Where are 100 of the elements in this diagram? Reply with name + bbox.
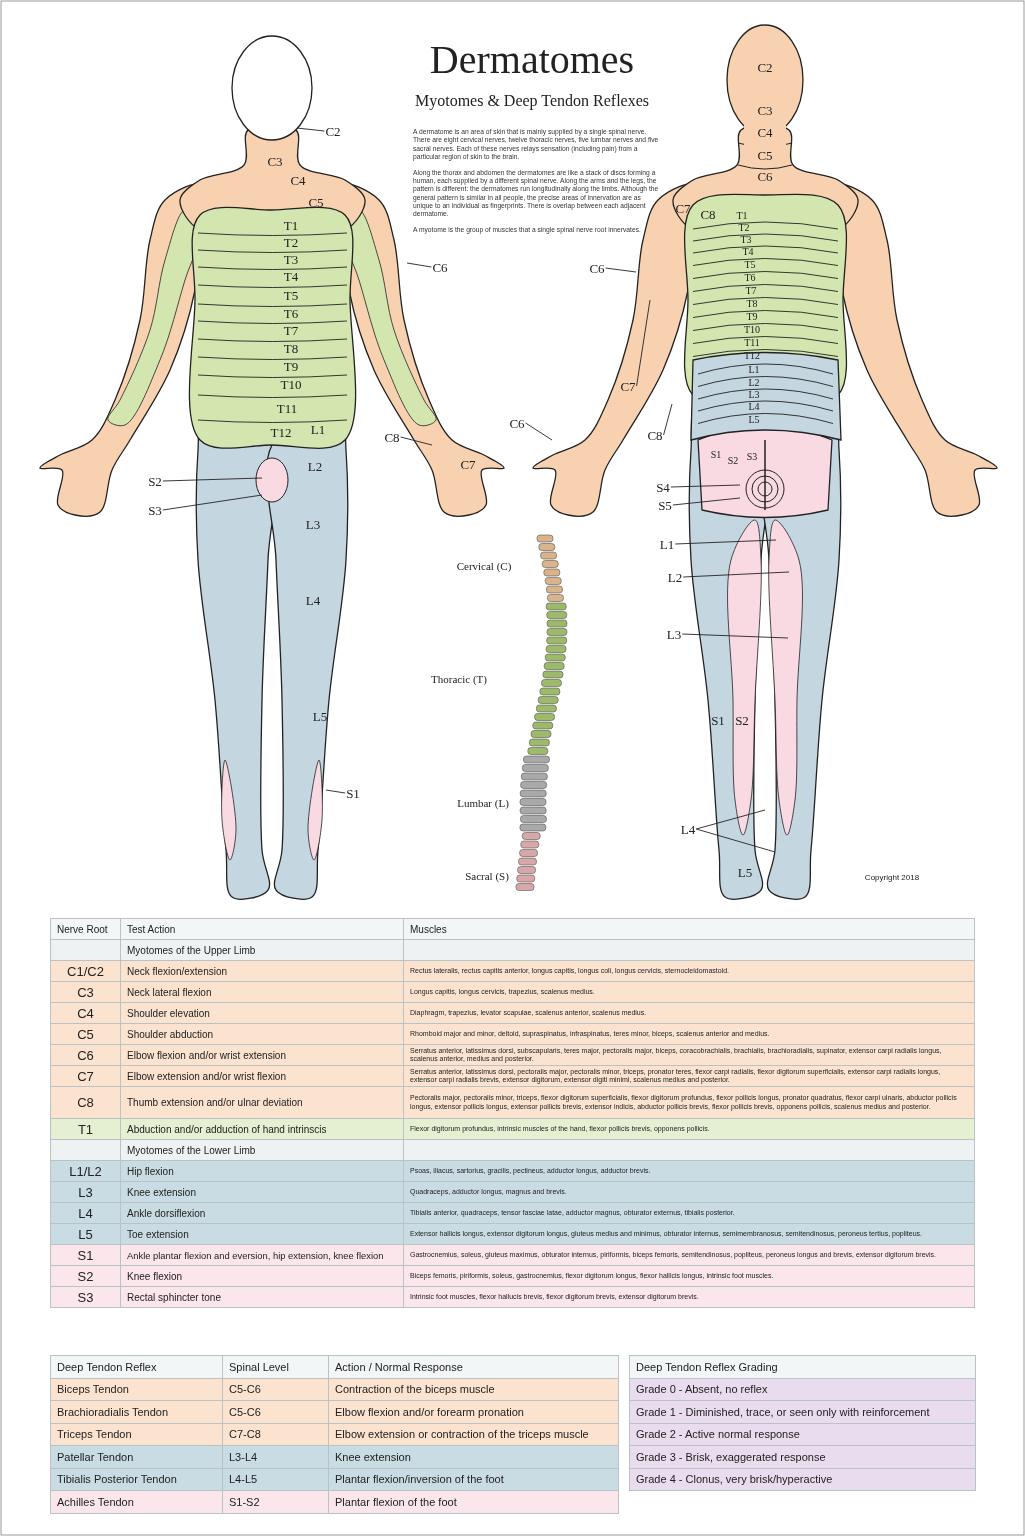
dermatome-label: C8 bbox=[384, 430, 400, 444]
dermatome-label: C2 bbox=[757, 60, 773, 74]
dermatome-label: L3 bbox=[666, 627, 682, 641]
dermatome-label: C6 bbox=[757, 169, 773, 183]
dermatome-label: T7 bbox=[745, 286, 757, 296]
title: Dermatomes bbox=[429, 40, 635, 80]
dermatome-label: T3 bbox=[740, 235, 752, 245]
spine-region-label: Sacral (S) bbox=[465, 870, 509, 882]
subtitle: Myotomes & Deep Tendon Reflexes bbox=[414, 93, 650, 109]
normal-response: Plantar flexion of the foot bbox=[328, 1490, 619, 1513]
dermatome-label: C7 bbox=[460, 457, 476, 471]
reflex-name: Achilles Tendon bbox=[50, 1490, 223, 1513]
dermatome-label: T2 bbox=[283, 235, 299, 249]
dermatome-label: L4 bbox=[680, 822, 696, 836]
nerve-root: L5 bbox=[50, 1223, 121, 1245]
nerve-root: L1/L2 bbox=[50, 1160, 121, 1182]
dermatome-label: T5 bbox=[283, 288, 299, 302]
column-header: Test Action bbox=[120, 918, 404, 940]
leader-line bbox=[670, 484, 741, 488]
test-action: Knee flexion bbox=[120, 1265, 404, 1287]
grade-description: Grade 0 - Absent, no reflex bbox=[629, 1378, 976, 1401]
dermatome-label: C7 bbox=[675, 201, 691, 215]
dermatome-label: C8 bbox=[700, 207, 716, 221]
test-action: Elbow flexion and/or wrist extension bbox=[120, 1044, 404, 1066]
dermatome-label: C4 bbox=[757, 125, 773, 139]
normal-response: Plantar flexion/inversion of the foot bbox=[328, 1468, 619, 1491]
dermatome-label: S4 bbox=[656, 480, 670, 494]
dermatome-label: T1 bbox=[736, 211, 748, 221]
column-header: Nerve Root bbox=[50, 918, 121, 940]
dermatome-label: C4 bbox=[290, 173, 306, 187]
leader-line bbox=[325, 789, 346, 794]
dermatome-label: S2 bbox=[148, 474, 162, 488]
leader-line bbox=[672, 497, 741, 506]
dermatome-label: T6 bbox=[283, 306, 299, 320]
nerve-root: S3 bbox=[50, 1286, 121, 1308]
leader-line bbox=[162, 477, 263, 482]
dermatome-label: S3 bbox=[148, 503, 162, 517]
dermatome-label: C3 bbox=[267, 154, 283, 168]
leader-line bbox=[400, 436, 433, 446]
nerve-root: C1/C2 bbox=[50, 960, 121, 982]
leader-line bbox=[296, 127, 325, 132]
dermatome-label: L2 bbox=[748, 378, 760, 388]
leader-line bbox=[682, 571, 790, 578]
nerve-root: C8 bbox=[50, 1086, 121, 1119]
dermatome-label: T4 bbox=[283, 269, 299, 283]
normal-response: Elbow extension or contraction of the triceps muscle bbox=[328, 1423, 619, 1446]
dermatome-label: S1 bbox=[710, 450, 722, 460]
dermatome-label: L5 bbox=[737, 865, 753, 879]
dermatome-label: T5 bbox=[744, 260, 756, 270]
test-action: Shoulder abduction bbox=[120, 1023, 404, 1045]
test-action: Hip flexion bbox=[120, 1160, 404, 1182]
dermatome-label: C2 bbox=[325, 124, 341, 138]
reflex-name: Patellar Tendon bbox=[50, 1445, 223, 1468]
reflex-name: Biceps Tendon bbox=[50, 1378, 223, 1401]
dermatome-label: L3 bbox=[305, 517, 321, 531]
test-action: Toe extension bbox=[120, 1223, 404, 1245]
test-action: Ankle plantar flexion and eversion, hip extension, knee flexion bbox=[120, 1244, 404, 1266]
dermatome-label: T10 bbox=[743, 325, 761, 335]
column-header: Muscles bbox=[403, 918, 975, 940]
leader-line bbox=[605, 267, 637, 273]
dermatome-label: T1 bbox=[283, 218, 299, 232]
dermatome-label: T10 bbox=[280, 377, 302, 391]
section-heading: Myotomes of the Lower Limb bbox=[120, 1139, 404, 1161]
dermatome-label: L1 bbox=[659, 537, 675, 551]
dermatome-label: C6 bbox=[589, 261, 605, 275]
nerve-root: T1 bbox=[50, 1118, 121, 1140]
test-action: Neck flexion/extension bbox=[120, 960, 404, 982]
dermatome-label: T3 bbox=[283, 252, 299, 266]
dermatome-label: C5 bbox=[757, 148, 773, 162]
dermatome-label: L2 bbox=[307, 459, 323, 473]
dermatome-label: S1 bbox=[346, 786, 360, 800]
dermatome-label: L1 bbox=[748, 365, 760, 375]
test-action: Neck lateral flexion bbox=[120, 981, 404, 1003]
grade-description: Grade 1 - Diminished, trace, or seen only with reinforcement bbox=[629, 1400, 976, 1423]
leader-line bbox=[695, 828, 776, 853]
nerve-root: S2 bbox=[50, 1265, 121, 1287]
dermatome-label: C7 bbox=[620, 379, 636, 393]
dermatome-label: S2 bbox=[735, 713, 749, 727]
test-action: Ankle dorsiflexion bbox=[120, 1202, 404, 1224]
leader-line bbox=[162, 494, 263, 511]
column-header: Action / Normal Response bbox=[328, 1355, 619, 1378]
section-heading: Myotomes of the Upper Limb bbox=[120, 939, 404, 961]
dermatome-label: T8 bbox=[283, 341, 299, 355]
dermatome-label: S1 bbox=[711, 713, 725, 727]
dermatome-label: T11 bbox=[276, 401, 298, 415]
dermatome-label: T8 bbox=[746, 299, 758, 309]
grade-description: Grade 3 - Brisk, exaggerated response bbox=[629, 1445, 976, 1468]
dermatome-label: L5 bbox=[748, 415, 760, 425]
dermatome-label: C6 bbox=[432, 260, 448, 274]
leader-line bbox=[674, 539, 777, 545]
dermatome-label: T9 bbox=[746, 312, 758, 322]
nerve-root: C3 bbox=[50, 981, 121, 1003]
dermatome-label: T4 bbox=[742, 247, 754, 257]
leader-line bbox=[695, 809, 766, 830]
test-action: Abduction and/or adduction of hand intrinscis bbox=[120, 1118, 404, 1140]
leader-line bbox=[406, 262, 432, 268]
reflex-name: Tibialis Posterior Tendon bbox=[50, 1468, 223, 1491]
dermatome-label: L1 bbox=[310, 422, 326, 436]
normal-response: Elbow flexion and/or forearm pronation bbox=[328, 1400, 619, 1423]
leader-line bbox=[663, 403, 673, 436]
